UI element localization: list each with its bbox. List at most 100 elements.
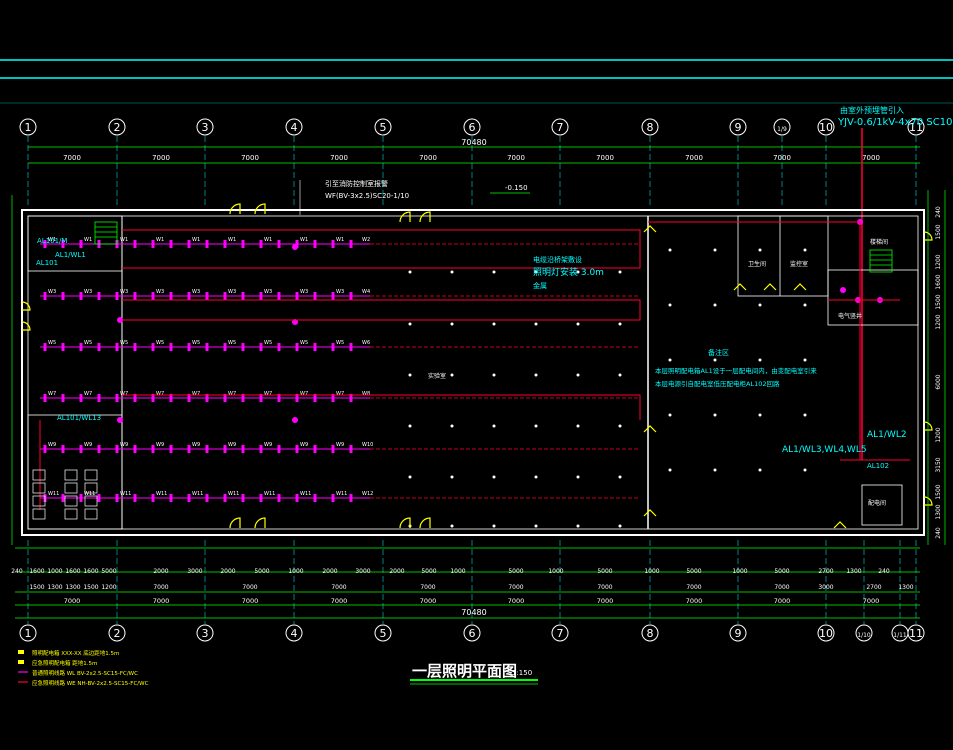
circuit-label: W12: [362, 491, 373, 497]
bay-dimension-bottom: 7000: [686, 597, 703, 605]
ceiling-light-icon: [668, 358, 672, 362]
circuit-label: W3: [300, 289, 308, 295]
circuit-label: W5: [156, 340, 164, 346]
ceiling-light-icon: [618, 524, 622, 528]
circuit-label: W7: [300, 391, 308, 397]
room-electric: 电气竖井: [838, 312, 862, 320]
door-swing-icon: [254, 203, 266, 215]
light-fixture-icon: [259, 494, 263, 502]
ceiling-light-icon: [408, 475, 412, 479]
light-fixture-icon: [169, 394, 173, 402]
circuit-label: W1: [120, 237, 128, 243]
light-fixture-icon: [223, 343, 227, 351]
door-swing-icon: [923, 231, 933, 241]
door-swing-icon: [254, 517, 266, 529]
axis-bubble-top: [19, 118, 37, 136]
light-fixture-icon: [97, 494, 101, 502]
light-fixture-icon: [79, 445, 83, 453]
panel-label-al1wl2: AL1/WL2: [867, 430, 907, 440]
circuit-label: W2: [362, 237, 370, 243]
light-fixture-icon: [61, 292, 65, 300]
axis-bubble-bottom: [907, 624, 925, 642]
circuit-label: W7: [336, 391, 344, 397]
room-power: 配电间: [868, 499, 886, 507]
circuit-label: W1: [192, 237, 200, 243]
light-fixture-icon: [61, 494, 65, 502]
bottom-dimension-value: 7000: [331, 584, 346, 591]
light-fixture-icon: [115, 445, 119, 453]
ceiling-light-icon: [803, 303, 807, 307]
bottom-dimension-value: 1300: [846, 568, 861, 575]
circuit-label: W3: [48, 289, 56, 295]
bay-dimension-top: 7000: [862, 154, 880, 162]
bottom-dimension-value: 5000: [101, 568, 116, 575]
bay-dimension-top: 7000: [596, 154, 614, 162]
ceiling-light-icon: [450, 270, 454, 274]
circuit-label: W6: [362, 340, 370, 346]
total-dimension-top: 70480: [461, 138, 486, 147]
ceiling-light-icon: [803, 468, 807, 472]
toilet-stall-icon: [64, 495, 78, 507]
light-fixture-icon: [313, 445, 317, 453]
light-fixture-icon: [169, 292, 173, 300]
ceiling-light-icon: [668, 248, 672, 252]
bottom-dimension-value: 1300: [65, 584, 80, 591]
junction-box-icon: [840, 287, 846, 293]
light-fixture-icon: [115, 494, 119, 502]
circuit-label: W7: [48, 391, 56, 397]
ceiling-light-icon: [450, 424, 454, 428]
ceiling-light-icon: [450, 322, 454, 326]
circuit-label: W11: [192, 491, 203, 497]
axis-label-top: 9: [735, 121, 742, 134]
axis-bubble-bottom: [108, 624, 126, 642]
bottom-dimension-value: 1000: [47, 568, 62, 575]
bottom-dimension-value: 1300: [898, 584, 913, 591]
bay-dimension-bottom: 7000: [508, 597, 525, 605]
light-fixture-icon: [187, 343, 191, 351]
bay-dimension-top: 7000: [241, 154, 259, 162]
right-dimension-value: 1500: [935, 224, 942, 239]
light-fixture-icon: [277, 445, 281, 453]
door-mark-icon: [643, 425, 657, 433]
ceiling-light-icon: [713, 358, 717, 362]
light-fixture-icon: [97, 292, 101, 300]
light-fixture-icon: [151, 494, 155, 502]
light-fixture-icon: [115, 292, 119, 300]
junction-box-icon: [117, 417, 123, 423]
ceiling-light-icon: [492, 475, 496, 479]
bottom-dimension-value: 2000: [220, 568, 235, 575]
circuit-label: W5: [84, 340, 92, 346]
junction-box-icon: [292, 244, 298, 250]
circuit-label: W9: [228, 442, 236, 448]
bottom-dimension-value: 240: [878, 568, 890, 575]
mount-note-1: 电缆沿桥架敷设: [533, 255, 582, 264]
light-fixture-icon: [61, 445, 65, 453]
light-fixture-icon: [313, 343, 317, 351]
circuit-label: W9: [48, 442, 56, 448]
ceiling-light-icon: [758, 248, 762, 252]
circuit-label: W5: [300, 340, 308, 346]
ceiling-light-icon: [758, 358, 762, 362]
right-dimension-value: 6000: [935, 374, 942, 389]
bottom-dimension-value: 2000: [153, 568, 168, 575]
circuit-label: W7: [228, 391, 236, 397]
circuit-label: W11: [120, 491, 131, 497]
mount-note-2: 照明灯安装 3.0m: [533, 266, 604, 278]
circuit-label: W9: [192, 442, 200, 448]
toilet-stall-icon: [32, 469, 46, 481]
door-mark-icon: [763, 283, 777, 291]
level-label: -0.150: [505, 184, 528, 192]
stair-right: [869, 249, 893, 273]
light-fixture-icon: [241, 292, 245, 300]
panel-note-2: WF(BV-3x2.5)SC20-1/10: [325, 192, 409, 200]
light-fixture-icon: [277, 240, 281, 248]
light-fixture-icon: [79, 343, 83, 351]
bottom-dimension-value: 5000: [774, 568, 789, 575]
light-fixture-icon: [205, 445, 209, 453]
light-fixture-icon: [349, 292, 353, 300]
axis-bubble-bottom: [551, 624, 569, 642]
circuit-label: W11: [156, 491, 167, 497]
top-dimensions: [28, 146, 920, 164]
light-fixture-icon: [259, 394, 263, 402]
